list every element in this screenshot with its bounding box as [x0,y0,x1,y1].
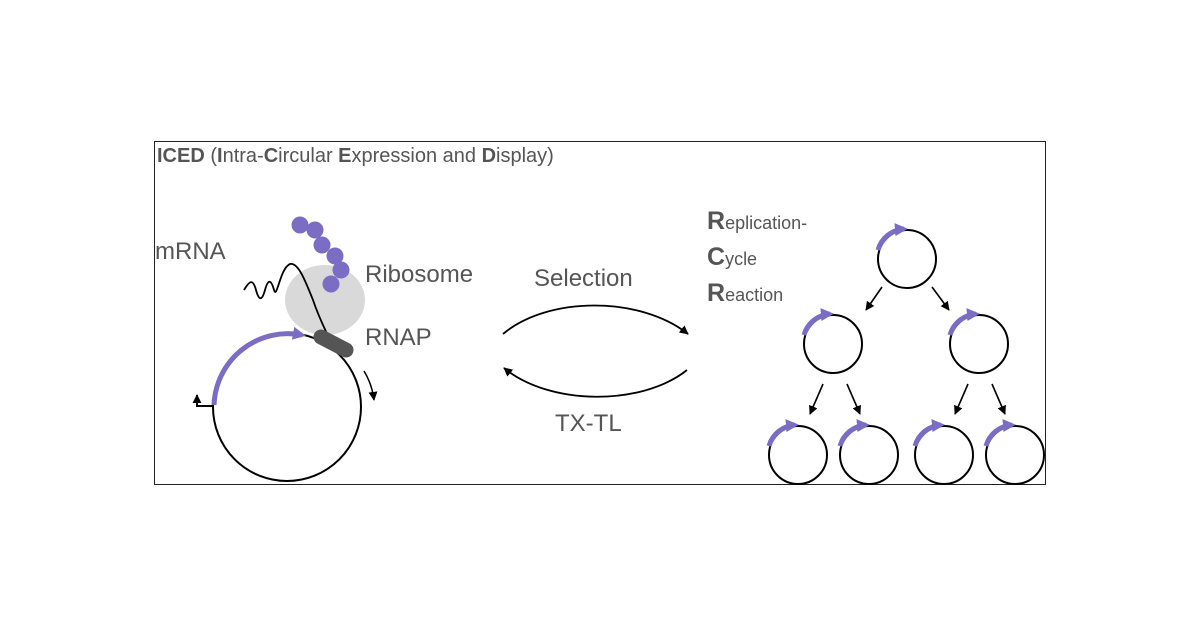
rcr-rest-r1: eplication- [725,213,808,233]
rnap-shape [313,329,354,358]
txtl-arrow [503,367,688,398]
amino-acid-2 [306,221,324,239]
ribosome-label: Ribosome [365,261,474,288]
rnap-direction-arrow [363,370,378,401]
rcr-letter-r2: R [707,279,726,307]
amino-acid-5 [332,261,350,279]
replication-arrow-5 [954,383,969,415]
replication-arrow-6 [991,383,1006,415]
plasmid-gen1 [875,223,937,289]
title-letter-e: E [338,145,352,167]
rcr-letter-r1: R [707,207,726,235]
amino-acid-3 [313,236,331,254]
amino-acid-6 [322,275,340,293]
plasmid-gen3-1 [766,419,828,485]
rcr-letter-c: C [707,243,726,271]
rcr-line-cycle: Cycle [707,243,757,272]
ribosome-shape [285,265,365,335]
mrna-label: mRNA [155,238,226,265]
plasmid-gen2-left [801,308,863,374]
selection-label: Selection [534,265,633,292]
title-letter-i: I [217,145,223,167]
txtl-label: TX-TL [555,410,622,437]
selection-arrow [502,304,689,335]
rcr-rest-c: ycle [725,249,758,269]
rcr-line-reaction: Reaction [707,279,783,308]
title-letter-d: D [481,145,497,167]
title-acronym: ICED [157,145,205,167]
plasmid-gen3-3 [912,419,974,485]
replication-arrow-2 [931,286,950,311]
mrna-strand [243,263,329,337]
title-rest-d: isplay) [496,145,554,167]
amino-acid-1 [291,216,309,234]
promoter-arrow-left [211,326,306,406]
diagram-title: ICED (Intra-Circular Expression and Disp… [157,145,554,168]
title-rest-i: ntra- [222,145,264,167]
amino-acid-4 [326,247,344,265]
title-rest-c: ircular [278,145,339,167]
rcr-rest-r2: eaction [725,285,784,305]
plasmid-gen2-right [947,308,1009,374]
rcr-line-replication: Replication- [707,207,807,236]
replication-arrow-4 [846,383,861,415]
promoter-symbol [192,394,213,407]
plasmid-gen3-4 [983,419,1045,485]
replication-arrow-3 [809,383,824,415]
diagram-frame [154,141,1046,485]
replication-arrow-1 [865,286,883,311]
plasmid-gen3-2 [837,419,899,485]
rnap-label: RNAP [365,324,432,351]
title-open-paren: ( [204,145,218,167]
title-letter-c: C [263,145,279,167]
title-rest-e: xpression and [351,145,482,167]
